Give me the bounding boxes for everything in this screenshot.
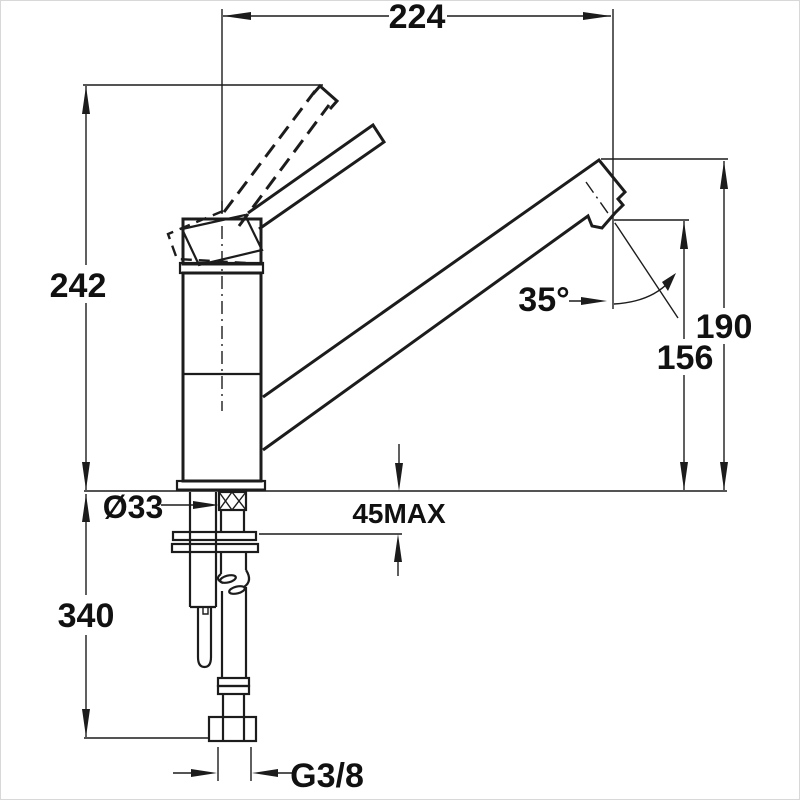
dimension-spout-reach-224: 224 [221, 1, 614, 309]
dimension-thread-g38: G3/8 [173, 747, 364, 795]
dim-label-35deg: 35° [518, 281, 569, 319]
lever-handle-raised-dashed [222, 83, 340, 227]
dimension-height-242: 242 [50, 84, 323, 490]
lever-handle-solid [247, 122, 387, 231]
dimension-spout-top-190: 190 [601, 158, 753, 490]
mounting-washers [170, 530, 260, 554]
hex-nut [207, 715, 258, 743]
undercounter-assembly [170, 490, 260, 743]
dim-label-g38: G3/8 [290, 757, 364, 795]
dimension-angle-35: 35° [518, 273, 676, 319]
spout [262, 157, 679, 452]
dimension-hole-diameter-33: Ø33 [103, 489, 219, 525]
dim-label-o33: Ø33 [103, 489, 163, 525]
dim-label-45max: 45MAX [352, 498, 446, 529]
dim-label-190: 190 [696, 308, 753, 346]
outlet-axis-dashdot [585, 181, 618, 227]
dim-label-224: 224 [389, 1, 446, 36]
supply-pipe [216, 552, 251, 717]
dim-label-340: 340 [58, 597, 115, 635]
threaded-shank [217, 490, 248, 532]
faucet-figure [84, 83, 727, 743]
dim-label-242: 242 [50, 267, 107, 305]
outlet-axis-extension [616, 225, 679, 319]
dimension-outlet-156: 156 [614, 219, 714, 490]
dim-label-156: 156 [657, 339, 714, 377]
mounting-stud [188, 492, 218, 669]
faucet-head [166, 209, 264, 267]
dimension-depth-340: 340 [58, 494, 209, 739]
dimension-deck-45max: 45MAX [259, 444, 446, 576]
head-raised-dashed [166, 209, 248, 265]
faucet-body [175, 201, 267, 492]
